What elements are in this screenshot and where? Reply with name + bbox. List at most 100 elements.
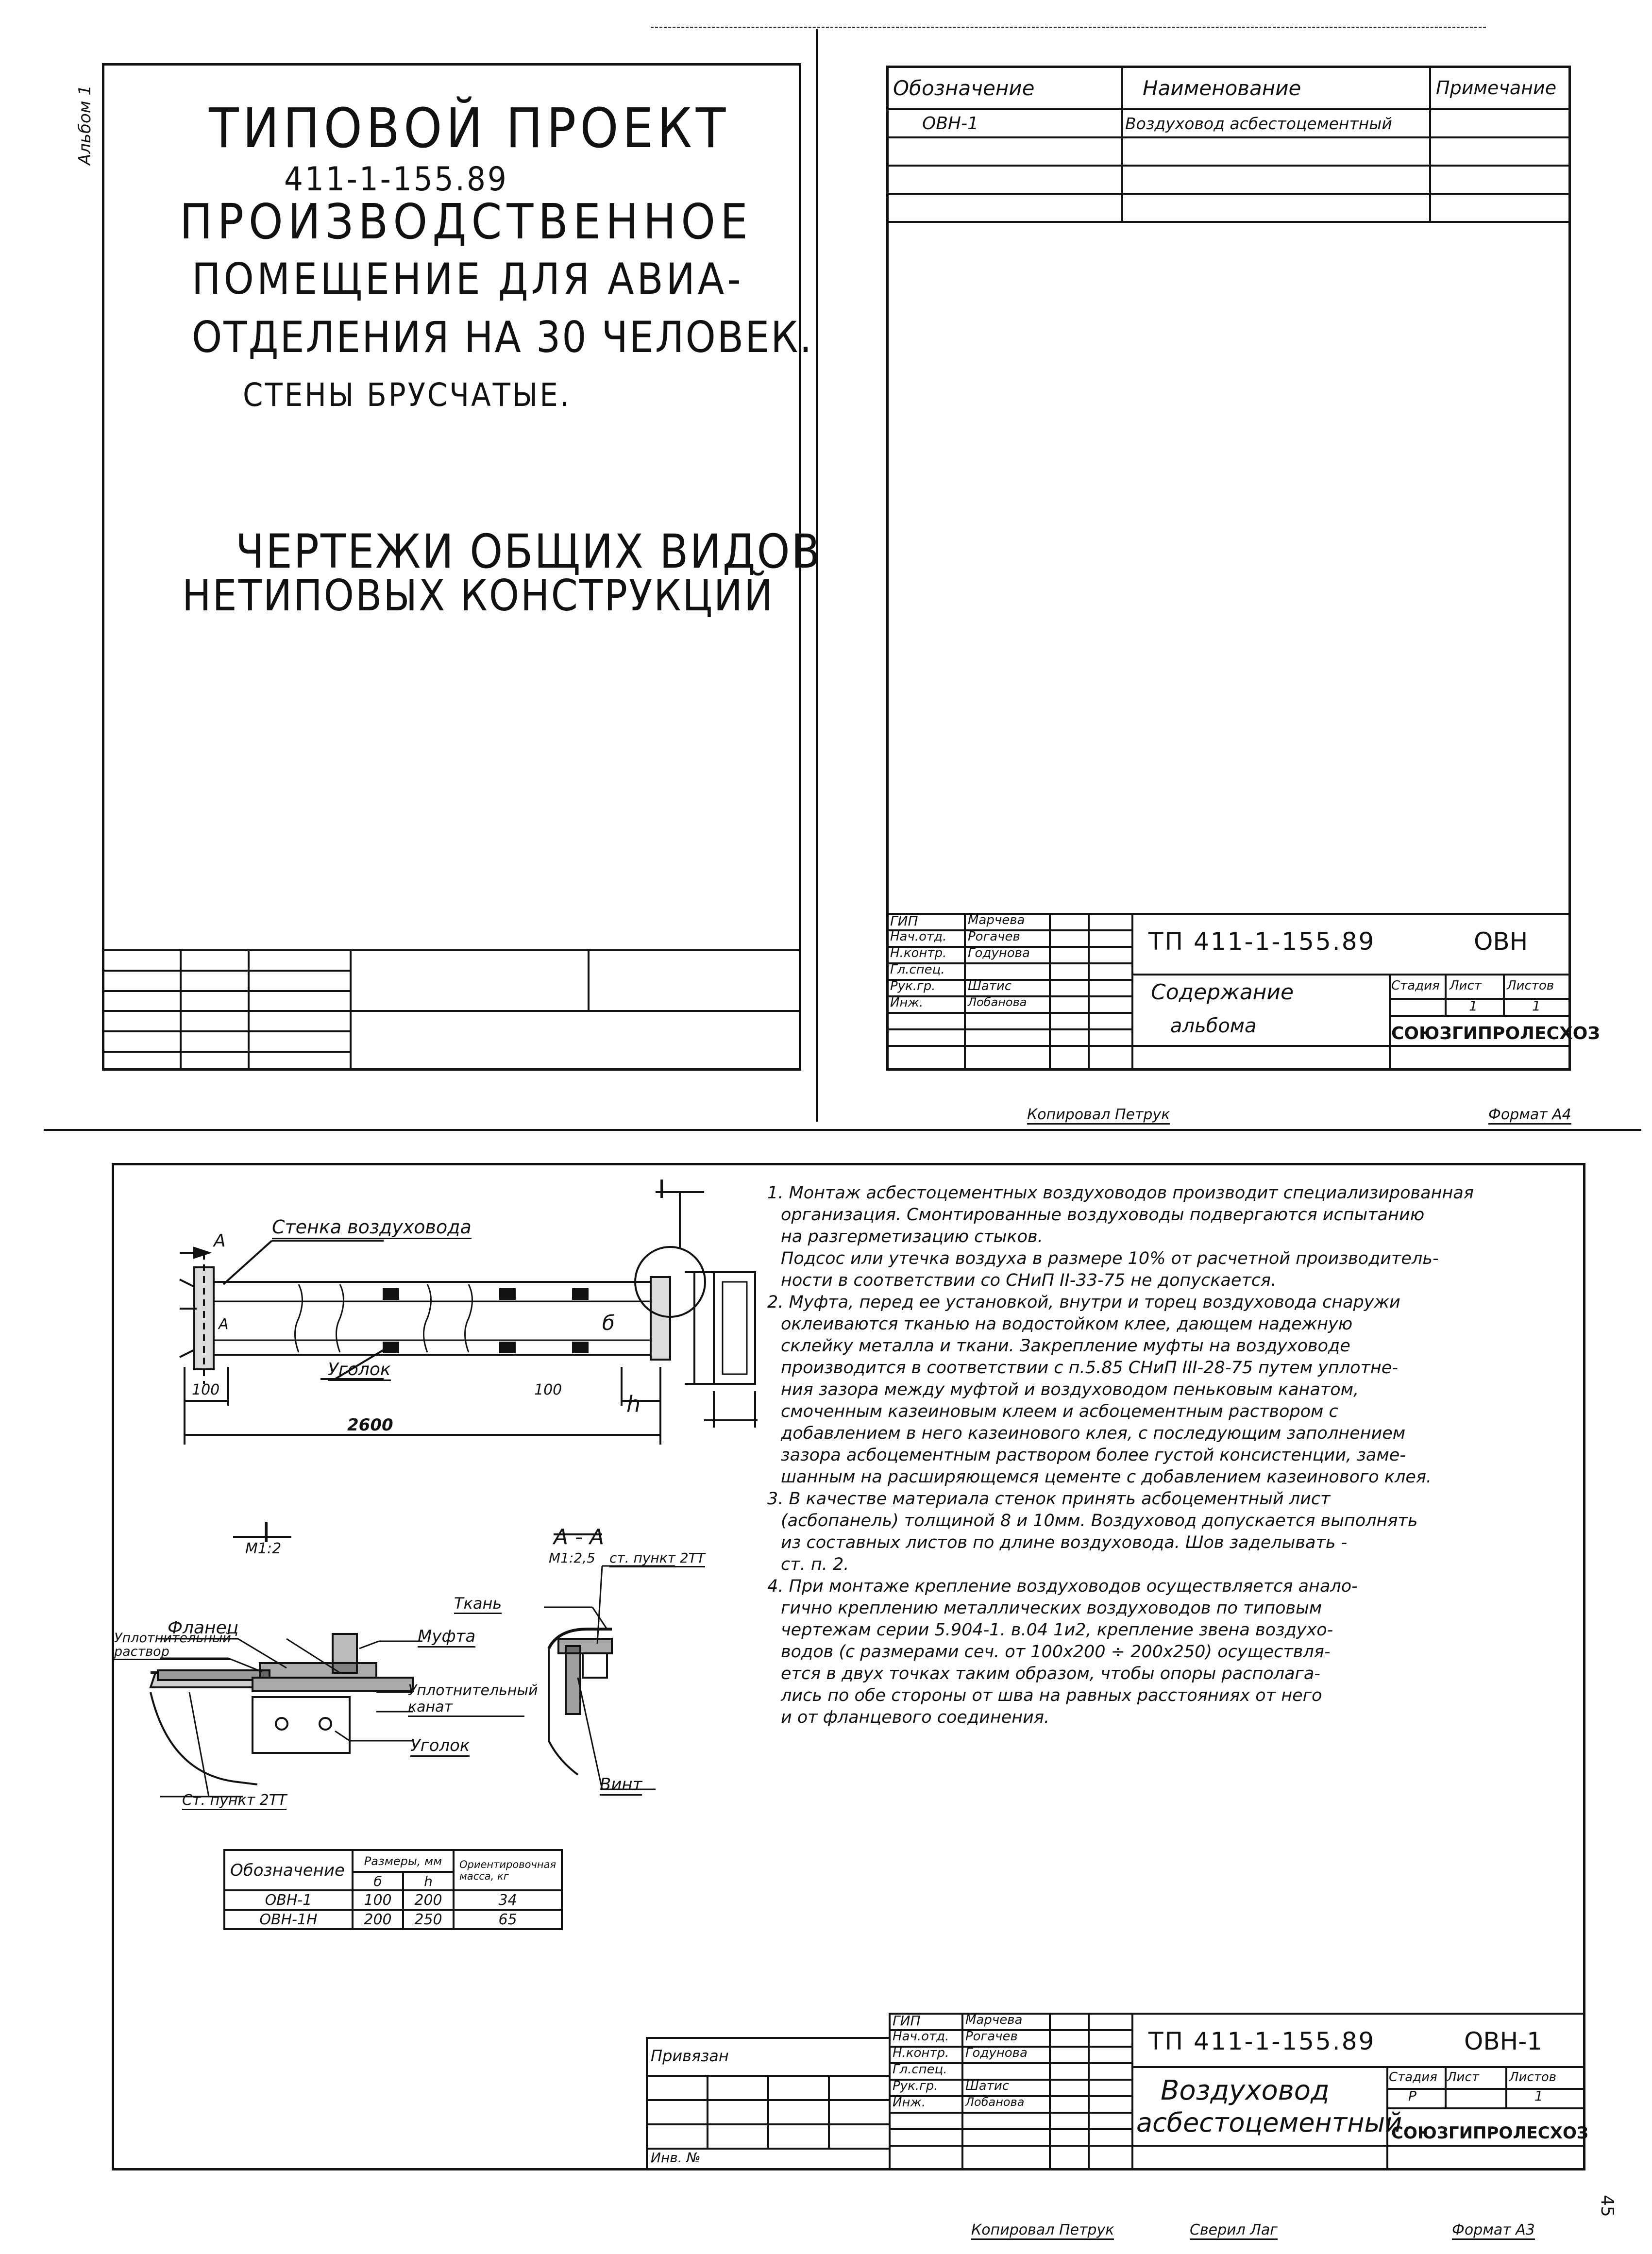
stamp-role-rukgr: Рук.гр.: [890, 979, 936, 993]
stamp-col-sheets: Листов: [1507, 978, 1554, 993]
dstamp-role-inzh: Инж.: [893, 2095, 926, 2110]
label-fabric: Ткань: [454, 1594, 502, 1614]
stamp-name-5: Шатис: [968, 979, 1012, 993]
note-line: добавлением в него казеинового клея, с п…: [781, 1424, 1406, 1443]
drawing-copied-by: Копировал Петрук: [971, 2221, 1114, 2240]
contents-copied-by: Копировал Петрук: [1027, 1106, 1170, 1125]
label-dim-left: 100: [192, 1381, 220, 1398]
note-line: ности в соответствии со СНиП II-33-75 не…: [781, 1271, 1277, 1290]
cover-line-3: ПРОИЗВОДСТВЕННОЕ: [180, 193, 753, 250]
cover-line-7: ЧЕРТЕЖИ ОБЩИХ ВИДОВ: [236, 524, 822, 579]
stamp-mark: ОВН: [1474, 927, 1528, 956]
contents-table: Обозначение Наименование Примечание ОВН-…: [886, 66, 1571, 223]
dstamp-sheet-value: 1: [1534, 2088, 1543, 2104]
sheet-divider-vertical: [816, 29, 818, 1122]
label-coupling: Муфта: [418, 1627, 476, 1648]
spec-row1-mass: 34: [452, 1889, 563, 1911]
note-line: водов (с размерами сеч. от 100х200 ÷ 200…: [781, 1642, 1331, 1662]
stamp-role-nkontr: Н.контр.: [890, 946, 947, 960]
duct-coupling-right: [650, 1276, 671, 1361]
page-number: 45: [1597, 2195, 1617, 2217]
spec-row1-h: 200: [402, 1889, 455, 1911]
dstamp-col-sheets: Листов: [1509, 2070, 1557, 2085]
stamp-role-gip: ГИП: [890, 913, 918, 929]
note-line: ется в двух точках таким образом, чтобы …: [781, 1664, 1320, 1683]
cover-line-1: ТИПОВОЙ ПРОЕКТ: [209, 97, 730, 160]
dstamp-name-1: Марчева: [965, 2013, 1023, 2027]
stamp-sheets-value: 1: [1532, 998, 1541, 1014]
drawing-checked-by: Сверил Лаг: [1190, 2221, 1278, 2240]
stamp-name-6: Лобанова: [968, 995, 1027, 1009]
note-line: на разгерметизацию стыков.: [781, 1227, 1043, 1246]
stamp-col-sheet: Лист: [1450, 978, 1482, 993]
notes-block: 1. Монтаж асбестоцементных воздуховодов …: [767, 1182, 1578, 1729]
note-line: склейку металла и ткани. Закрепление муф…: [781, 1336, 1350, 1356]
note-line: ст. п. 2.: [781, 1555, 849, 1574]
spec-row2-h: 250: [402, 1909, 455, 1930]
spec-row1-b: 100: [352, 1889, 404, 1911]
dstamp-role-nkontr: Н.контр.: [893, 2046, 949, 2060]
note-line: чертежам серии 5.904-1. в.04 1и2, крепле…: [781, 1620, 1333, 1640]
inventory-label: Инв. №: [651, 2150, 701, 2166]
contents-stamp: ГИП Нач.отд. Н.контр. Гл.спец. Рук.гр. И…: [886, 913, 1600, 1071]
view2-scale: М1:2,5: [549, 1550, 595, 1566]
note-line: 1. Монтаж асбестоцементных воздуховодов …: [767, 1183, 1474, 1203]
top-trim-line: [651, 27, 1486, 28]
label-dim-h: h: [626, 1391, 641, 1417]
stamp-col-stage: Стадия: [1391, 978, 1440, 993]
dstamp-stage-value: Р: [1408, 2088, 1416, 2104]
note-line: гично креплению металлических воздуховод…: [781, 1598, 1322, 1618]
contents-header-note: Примечание: [1429, 66, 1571, 110]
label-cut-a-bottom: А: [219, 1316, 229, 1333]
dstamp-name-6: Лобанова: [965, 2095, 1025, 2109]
dstamp-role-nachotd: Нач.отд.: [893, 2029, 949, 2044]
note-line: 2. Муфта, перед ее установкой, внутри и …: [767, 1293, 1400, 1312]
bind-label: Привязан: [651, 2047, 729, 2065]
spec-header-b: б: [352, 1871, 404, 1891]
cover-line-8: НЕТИПОВЫХ КОНСТРУКЦИЙ: [182, 571, 775, 621]
label-duct-wall: Стенка воздуховода: [272, 1216, 472, 1239]
label-dim-b: б: [602, 1311, 615, 1335]
note-line: оклеиваются тканью на водостойком клее, …: [781, 1314, 1353, 1334]
dstamp-mark: ОВН-1: [1464, 2027, 1543, 2055]
label-flange: Фланец: [168, 1618, 239, 1639]
dstamp-organization: СОЮЗГИПРОЛЕСХОЗ: [1391, 2123, 1589, 2143]
spec-row2-code: ОВН-1Н: [223, 1909, 354, 1930]
contents-header-name: Наименование: [1121, 66, 1431, 110]
stamp-title-2: альбома: [1170, 1015, 1257, 1037]
label-seal-rope: Уплотнительный канат: [408, 1682, 538, 1717]
label-dim-total: 2600: [347, 1415, 393, 1435]
cover-project-number: 411-1-155.89: [284, 160, 508, 199]
spec-row2-mass: 65: [452, 1909, 563, 1930]
dstamp-name-5: Шатис: [965, 2079, 1010, 2093]
note-line: лись по обе стороны от шва на равных рас…: [781, 1686, 1322, 1705]
cover-line-5: ОТДЕЛЕНИЯ НА 30 ЧЕЛОВЕК.: [192, 312, 813, 362]
note-line: Подсос или утечка воздуха в размере 10% …: [781, 1249, 1439, 1268]
note-line: зазора асбоцементным раствором более гус…: [781, 1446, 1406, 1465]
label-seal-mortar: Уплотнительный раствор: [114, 1631, 231, 1660]
stamp-sheet-value: 1: [1469, 998, 1478, 1014]
stamp-role-glspec: Гл.спец.: [890, 962, 945, 977]
duct-body: [213, 1281, 661, 1356]
spec-row2-b: 200: [352, 1909, 404, 1930]
note-line: (асбопанель) толщиной 8 и 10мм. Воздухов…: [781, 1511, 1418, 1531]
sheet-divider-horizontal: [44, 1129, 1641, 1131]
note-line: 4. При монтаже крепление воздуховодов ос…: [767, 1577, 1358, 1596]
cover-stamp: [102, 949, 801, 1071]
note-line: организация. Смонтированные воздуховоды …: [781, 1205, 1425, 1225]
dstamp-title-1: Воздуховод: [1161, 2075, 1330, 2106]
drawing-stamp: ГИП Нач.отд. Н.контр. Гл.спец. Рук.гр. И…: [889, 2013, 1589, 2170]
dstamp-name-3: Годунова: [965, 2046, 1028, 2060]
note-line: из составных листов по длине воздуховода…: [781, 1533, 1348, 1552]
cover-line-4: ПОМЕЩЕНИЕ ДЛЯ АВИА-: [192, 254, 744, 304]
note-line: и от фланцевого соединения.: [781, 1708, 1050, 1727]
contents-header-code: Обозначение: [886, 66, 1123, 110]
cover-line-6: СТЕНЫ БРУСЧАТЫЕ.: [243, 376, 571, 414]
dstamp-title-2: асбестоцементный: [1136, 2107, 1402, 2138]
drawing-format: Формат А3: [1452, 2221, 1535, 2240]
label-item-left: Ст. пункт 2ТТ: [182, 1792, 287, 1810]
cover-frame: [102, 63, 801, 1071]
spec-header-dims: Размеры, мм: [352, 1849, 455, 1873]
dstamp-role-gip: ГИП: [893, 2013, 921, 2029]
note-line: 3. В качестве материала стенок принять а…: [767, 1489, 1331, 1509]
